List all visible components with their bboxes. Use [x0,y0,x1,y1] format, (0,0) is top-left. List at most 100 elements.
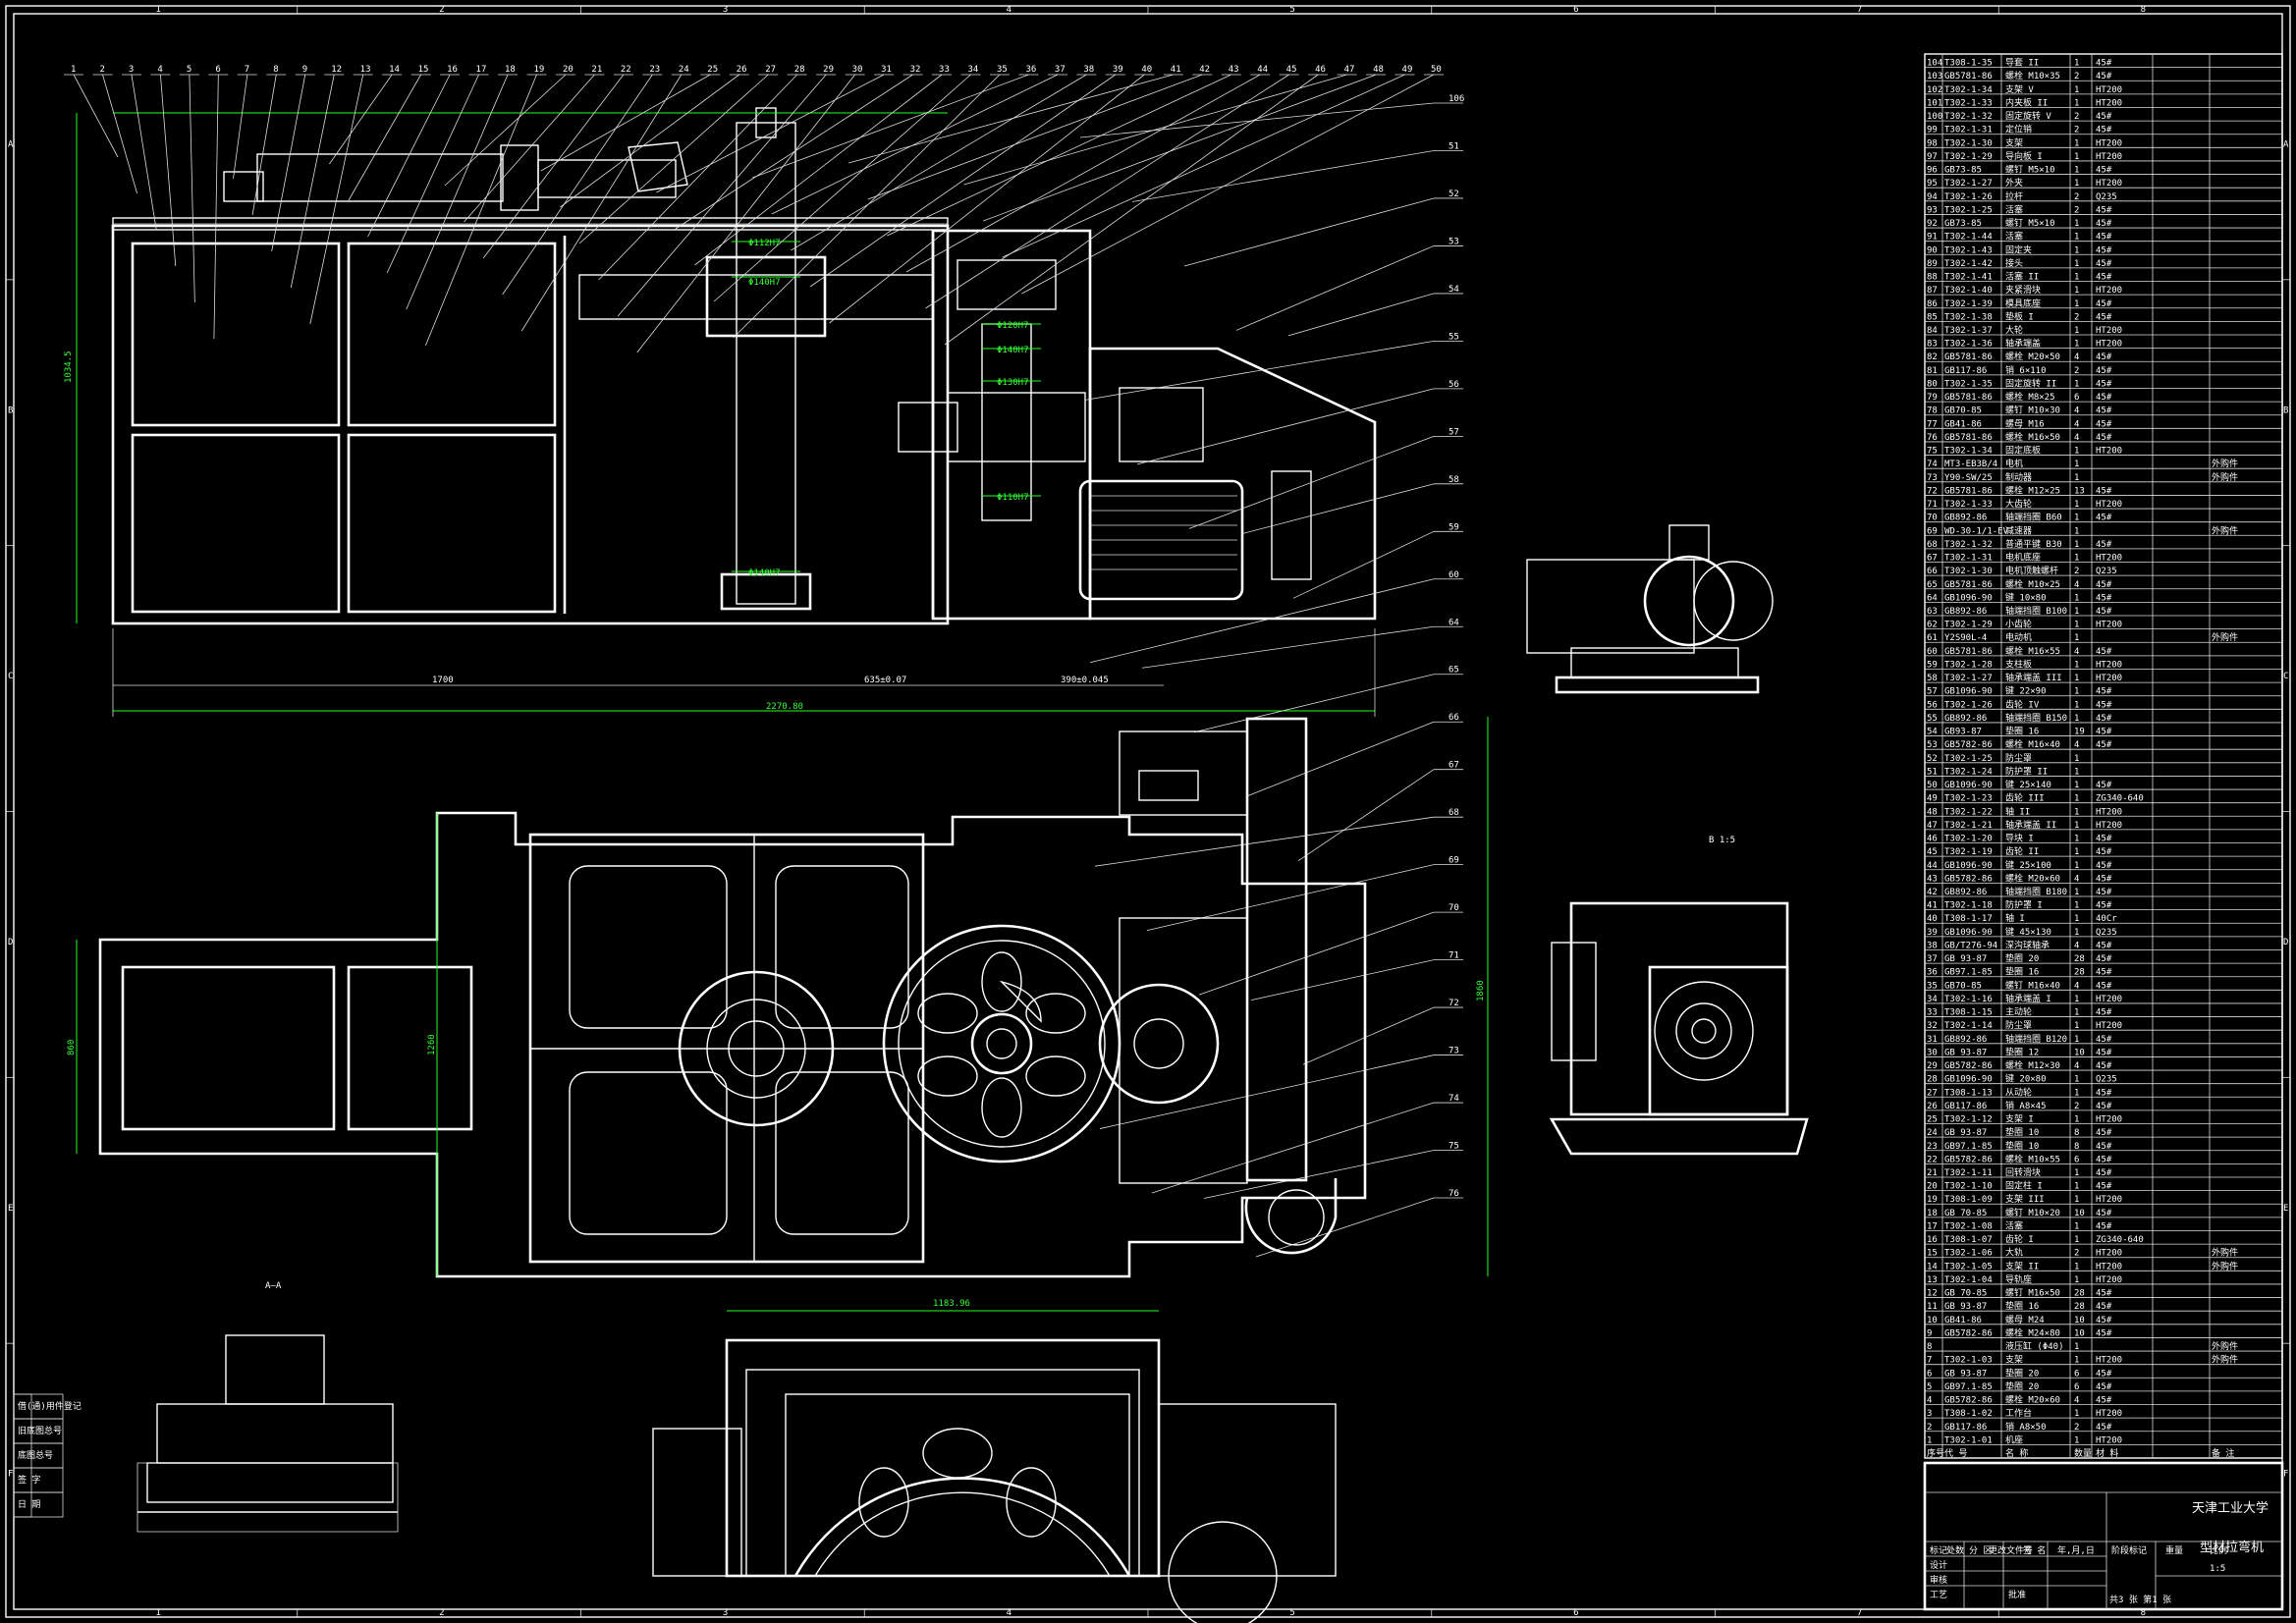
parts-list-cell: 45# [2096,874,2112,884]
parts-list-cell: GB97.1-85 [1944,1142,1993,1152]
parts-list-cell: 61 [1927,633,1938,643]
parts-list-cell: 40Cr [2096,914,2117,924]
parts-list-cell: 从动轮 [2005,1086,2032,1098]
zone-label-bottom: 5 [1289,1608,1294,1618]
parts-list-cell: 1 [2074,1035,2079,1045]
parts-list-cell: HT200 [2096,1021,2122,1031]
parts-list-cell: 21 [1927,1168,1938,1178]
title-role-design: 设计 [1930,1559,1947,1571]
parts-list-cell: 螺栓 M8×25 [2005,391,2055,403]
parts-list-cell: 30 [1927,1048,1938,1057]
parts-list-cell: 外购件 [2212,471,2238,483]
parts-list-cell: 36 [1927,968,1938,978]
parts-list-cell: T302-1-30 [1944,567,1993,576]
title-label-stage: 阶段标记 [2111,1544,2147,1556]
callout-number: 4 [157,65,162,75]
parts-list-cell: 螺钉 M10×30 [2005,406,2060,416]
callout-number-right: 56 [1449,380,1459,390]
parts-list-cell: 10 [2074,1316,2085,1325]
parts-list-cell: 夹紧滑块 [2005,284,2041,296]
callout-number: 22 [621,65,631,75]
parts-list-cell: 19 [1927,1195,1938,1205]
parts-list-cell: 45# [2096,1302,2112,1312]
callout-number: 18 [505,65,516,75]
detail-aa-view: A—A [137,1281,399,1533]
zone-label-bottom: 7 [1857,1608,1862,1618]
school-name: 天津工业大学 [2192,1500,2269,1516]
parts-list-cell: 60 [1927,647,1938,657]
dim-phi120: Φ120H7 [997,321,1029,331]
parts-list-cell: 1 [2074,633,2079,643]
parts-list-cell: 螺钉 M5×10 [2005,165,2055,176]
motor-side-view [1526,524,1774,694]
parts-list-cell: 接头 [2005,257,2023,269]
zone-label-right: E [2283,1204,2288,1214]
parts-list-cell: 70 [1927,514,1938,523]
parts-list-cell: 轴端挡圈 B180 [2005,886,2067,897]
zone-label-left: A [8,139,14,149]
parts-list-cell: GB1096-90 [1944,1075,1993,1085]
callout-number-right: 57 [1449,427,1459,437]
callout-leader [983,74,1377,222]
parts-list-cell: GB41-86 [1944,419,1982,429]
parts-list-cell: T302-1-28 [1944,660,1993,670]
parts-list-cell: GB1096-90 [1944,593,1993,603]
parts-list-cell: 45# [2096,273,2112,283]
parts-list-cell: HT200 [2096,660,2122,670]
parts-list-cell: 1 [2074,593,2079,603]
scale-value: 1:5 [2210,1564,2225,1574]
callout-leader [944,74,1319,346]
callout-leader [73,74,119,158]
zone-label-top: 3 [723,5,728,15]
parts-list-cell: 1 [2074,59,2079,69]
parts-list-cell: 1 [2074,1021,2079,1031]
parts-list-cell: 45# [2096,580,2112,590]
parts-list-cell: T302-1-26 [1944,192,1993,202]
callout-number-right: 76 [1449,1189,1459,1199]
zone-label-right: D [2283,938,2288,947]
parts-list-cell: 6 [2074,393,2079,403]
parts-list-cell: HT200 [2096,179,2122,189]
parts-list-cell: 模具底座 [2005,298,2041,309]
parts-list-cell: 28 [2074,954,2085,964]
parts-list-cell: T302-1-40 [1944,286,1993,296]
callout-leader [617,74,827,317]
parts-list-cell: 支架 [2005,1354,2023,1366]
parts-list-cell: 1 [1927,1435,1932,1445]
parts-list-cell: 1 [2074,687,2079,697]
parts-list-cell: 8 [1927,1342,1932,1352]
callout-leader [598,74,797,281]
parts-list-cell: 19 [2074,728,2085,737]
parts-list-cell: GB5781-86 [1944,647,1993,657]
parts-list-cell: 机座 [2005,1434,2023,1445]
parts-list-cell: 97 [1927,152,1938,162]
callout-leader [578,74,769,244]
parts-list-header-cell: 材 料 [2096,1447,2118,1459]
sheet-count: 共3 张 第1 张 [2109,1594,2171,1605]
parts-list-cell: 47 [1927,821,1938,831]
parts-list-header-cell: 备 注 [2212,1447,2234,1459]
callout-leader-right [1287,293,1435,337]
parts-list-cell: 1 [2074,98,2079,108]
parts-list-cell: 1 [2074,821,2079,831]
parts-list-cell: 垫圈 12 [2005,1046,2039,1057]
drawing-title: 型材拉弯机 [2200,1540,2264,1555]
parts-list-cell: T302-1-22 [1944,807,1993,817]
callout-leader [131,74,157,231]
parts-list-cell: 45# [2096,981,2112,991]
parts-list-cell: 活塞 II [2005,271,2039,283]
callout-leader [367,74,451,238]
parts-list-cell: 深沟球轴承 [2005,939,2050,950]
zone-label-top: 5 [1289,5,1294,15]
parts-list-cell: 1 [2074,273,2079,283]
parts-list-cell: 1 [2074,514,2079,523]
parts-list-cell: 导套 II [2005,57,2039,69]
callout-number: 23 [649,65,660,75]
callout-number-right: 68 [1449,808,1459,818]
parts-list-cell: 防尘罩 [2005,752,2032,764]
parts-list-cell: 轴承端盖 [2005,338,2041,350]
parts-list-cell: 45# [2096,514,2112,523]
callout-leader [733,74,1001,339]
callout-number: 44 [1257,65,1268,75]
